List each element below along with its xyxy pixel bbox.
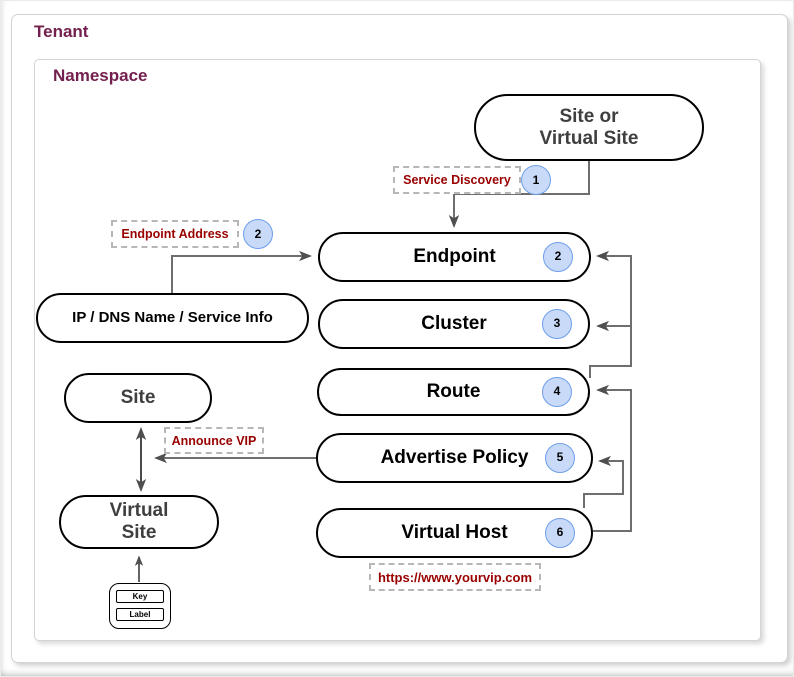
- node-site-or-virtual-site-line1: Site or: [559, 105, 619, 127]
- step-badge-advertise-policy: 5: [545, 443, 575, 473]
- step-badge-virtual-host: 6: [545, 518, 575, 548]
- legend-label-chip: Label: [116, 608, 164, 621]
- step-badge-cluster: 3: [542, 309, 572, 339]
- node-virtual-host-label: Virtual Host: [401, 522, 508, 544]
- node-site-or-virtual-site: Site or Virtual Site: [474, 94, 704, 161]
- step-badge-route: 4: [542, 377, 572, 407]
- node-site-or-virtual-site-line2: Virtual Site: [539, 127, 639, 149]
- step-badge-endpoint: 2: [543, 242, 573, 272]
- legend-key-chip: Key: [116, 590, 164, 603]
- step-badge-service-discovery: 1: [521, 165, 551, 195]
- node-ip-dns-service-info: IP / DNS Name / Service Info: [36, 293, 309, 343]
- node-ip-dns-service-info-label: IP / DNS Name / Service Info: [72, 309, 273, 327]
- node-virtual-site: Virtual Site: [59, 495, 219, 549]
- node-virtual-site-line2: Site: [121, 522, 157, 543]
- node-virtual-host: Virtual Host 6: [316, 508, 593, 558]
- annotation-vip-url: https://www.yourvip.com: [369, 563, 541, 591]
- node-virtual-site-line1: Virtual: [109, 500, 169, 522]
- node-advertise-policy: Advertise Policy 5: [316, 433, 593, 483]
- node-advertise-policy-label: Advertise Policy: [380, 447, 529, 469]
- node-endpoint-label: Endpoint: [413, 246, 496, 268]
- annotation-service-discovery: Service Discovery: [393, 166, 521, 194]
- step-badge-endpoint-address: 2: [243, 219, 273, 249]
- tenant-title: Tenant: [34, 22, 89, 41]
- node-site: Site: [64, 373, 212, 423]
- namespace-title: Namespace: [53, 66, 148, 85]
- node-endpoint: Endpoint 2: [318, 232, 591, 282]
- key-label-legend: Key Label: [109, 583, 171, 629]
- node-cluster-label: Cluster: [421, 313, 487, 335]
- annotation-announce-vip: Announce VIP: [164, 427, 264, 454]
- node-site-label: Site: [120, 387, 156, 409]
- node-cluster: Cluster 3: [318, 299, 590, 349]
- node-route-label: Route: [426, 381, 481, 403]
- annotation-endpoint-address: Endpoint Address: [111, 220, 239, 248]
- node-route: Route 4: [317, 368, 590, 416]
